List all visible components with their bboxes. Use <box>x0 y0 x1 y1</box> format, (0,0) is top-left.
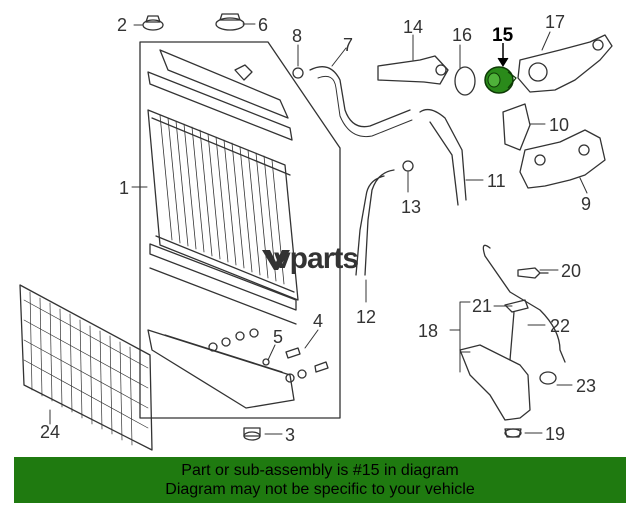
callout-2: 2 <box>117 15 127 35</box>
radiator-core <box>147 71 299 325</box>
housing-part-17 <box>517 34 613 93</box>
cap-part-21 <box>504 299 529 361</box>
callout-21: 21 <box>472 296 492 316</box>
clamp-part-13 <box>402 160 414 172</box>
gasket-part-16 <box>454 66 476 96</box>
callout-16: 16 <box>452 25 472 45</box>
callout-15: 15 <box>492 25 514 46</box>
callout-3: 3 <box>285 425 295 445</box>
info-banner: Part or sub-assembly is #15 in diagram D… <box>14 457 626 503</box>
highlight-arrowhead <box>497 57 509 67</box>
banner-line-1: Part or sub-assembly is #15 in diagram <box>181 462 459 479</box>
hose-part-11 <box>419 108 467 206</box>
watermark-text: vparts <box>274 242 358 275</box>
callout-1: 1 <box>119 178 129 198</box>
callout-14: 14 <box>403 17 423 37</box>
cap-part-19 <box>504 428 522 438</box>
callout-24: 24 <box>40 422 60 442</box>
radiator-cap-part <box>142 15 164 31</box>
callout-22: 22 <box>550 316 570 336</box>
bolt-part-20 <box>517 267 549 279</box>
leader-lines <box>49 23 588 435</box>
clip-part-23 <box>539 371 557 385</box>
banner-line-2: Diagram may not be specific to your vehi… <box>165 481 475 498</box>
watermark-logo: vparts <box>262 242 359 275</box>
callout-19: 19 <box>545 424 565 444</box>
callout-9: 9 <box>581 194 591 214</box>
callout-6: 6 <box>258 15 268 35</box>
parts-diagram: vparts 1 2 3 4 5 6 7 8 9 10 11 13 12 14 … <box>19 12 613 451</box>
callout-11: 11 <box>487 171 506 191</box>
callout-7: 7 <box>343 35 353 55</box>
thermostat-part-15[interactable] <box>484 66 517 94</box>
gasket-part-10 <box>502 103 531 151</box>
hose-part-7 <box>309 66 411 128</box>
hose-part-22 <box>482 244 566 363</box>
lower-tank <box>147 329 295 409</box>
callout-8: 8 <box>292 26 302 46</box>
callout-20: 20 <box>561 261 581 281</box>
grommet-part-3 <box>243 427 261 441</box>
callout-10: 10 <box>549 115 569 135</box>
diagram-canvas: vparts 1 2 3 4 5 6 7 8 9 10 11 13 12 14 … <box>19 12 613 451</box>
upper-tank <box>159 49 289 119</box>
clamp-part-8 <box>292 67 304 79</box>
callout-labels: 1 2 3 4 5 6 7 8 9 10 11 13 12 14 15 16 1… <box>40 12 596 445</box>
water-inlet-part-14 <box>377 55 449 85</box>
callout-18: 18 <box>418 321 438 341</box>
callout-4: 4 <box>313 311 323 331</box>
hose-part-12 <box>355 169 395 276</box>
housing-part-9 <box>519 129 606 189</box>
callout-12-13: 13 <box>401 197 421 217</box>
callout-17: 17 <box>545 12 565 32</box>
callout-23: 23 <box>576 376 596 396</box>
small-fasteners <box>208 328 329 383</box>
reservoir-part-18 <box>459 344 531 421</box>
callout-12: 12 <box>356 307 376 327</box>
radiator-panel-outline <box>139 41 341 419</box>
callout-5: 5 <box>273 327 283 347</box>
cap-part-6 <box>215 13 245 31</box>
condenser-part-24 <box>19 284 153 451</box>
